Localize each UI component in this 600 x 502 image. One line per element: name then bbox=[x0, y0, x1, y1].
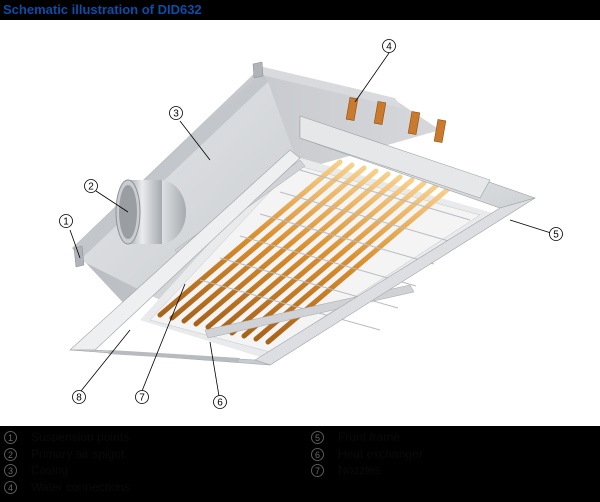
legend-item-heat-exchanger: 6 Heat exchanger bbox=[311, 446, 423, 462]
legend-item-front-frame: 5 Front frame bbox=[311, 429, 400, 445]
callout-8: 8 bbox=[72, 390, 86, 404]
title-bar: Schematic illustration of DID632 bbox=[0, 0, 600, 20]
legend-item-nozzles: 7 Nozzles bbox=[311, 462, 381, 478]
heat-exchanger bbox=[140, 155, 500, 360]
legend-label: Suspension points bbox=[31, 430, 130, 444]
legend-number: 6 bbox=[311, 447, 324, 461]
legend-number: 5 bbox=[311, 430, 324, 444]
legend-item-suspension-points: 1 Suspension points bbox=[4, 429, 129, 445]
callout-6-number: 6 bbox=[217, 398, 223, 409]
legend: 1 Suspension points 2 Primary air spigot… bbox=[0, 426, 600, 502]
water-connections bbox=[345, 97, 447, 143]
callout-1-number: 1 bbox=[63, 217, 69, 228]
legend-number: 7 bbox=[311, 463, 324, 477]
illustration-area: 1 2 3 4 5 6 7 bbox=[0, 20, 600, 426]
callout-8-number: 8 bbox=[76, 393, 82, 404]
ceiling-unit-illustration: 1 2 3 4 5 6 7 bbox=[59, 39, 563, 409]
legend-number: 4 bbox=[4, 480, 17, 494]
callout-7-number: 7 bbox=[139, 393, 145, 404]
primary-air-spigot bbox=[115, 179, 186, 245]
legend-label: Casing bbox=[31, 463, 69, 477]
callout-5: 5 bbox=[549, 227, 563, 241]
callout-5-number: 5 bbox=[553, 230, 559, 241]
callout-4-number: 4 bbox=[386, 42, 392, 53]
diagram-title: Schematic illustration of DID632 bbox=[3, 2, 202, 17]
legend-label: Heat exchanger bbox=[338, 447, 423, 461]
front-frame bbox=[69, 115, 536, 366]
legend-number: 1 bbox=[4, 430, 17, 444]
suspension-point bbox=[73, 61, 264, 268]
legend-number: 3 bbox=[4, 463, 17, 477]
callout-3: 3 bbox=[169, 106, 183, 120]
legend-label: Nozzles bbox=[338, 463, 381, 477]
legend-item-primary-air-spigot: 2 Primary air spigot bbox=[4, 446, 124, 462]
callout-6: 6 bbox=[213, 395, 227, 409]
callout-1: 1 bbox=[59, 214, 73, 228]
legend-label: Primary air spigot bbox=[31, 447, 125, 461]
legend-item-casing: 3 Casing bbox=[4, 462, 68, 478]
leader-lines bbox=[69, 52, 552, 397]
callout-7: 7 bbox=[135, 390, 149, 404]
legend-label: Water connections bbox=[31, 480, 130, 494]
callout-4: 4 bbox=[382, 39, 396, 53]
callout-2-number: 2 bbox=[88, 182, 94, 193]
legend-item-water-connections: 4 Water connections bbox=[4, 479, 130, 495]
copper-tubes bbox=[157, 159, 451, 345]
legend-number: 2 bbox=[4, 447, 17, 461]
legend-label: Front frame bbox=[338, 430, 401, 444]
callout-2: 2 bbox=[84, 179, 98, 193]
callout-3-number: 3 bbox=[173, 109, 179, 120]
